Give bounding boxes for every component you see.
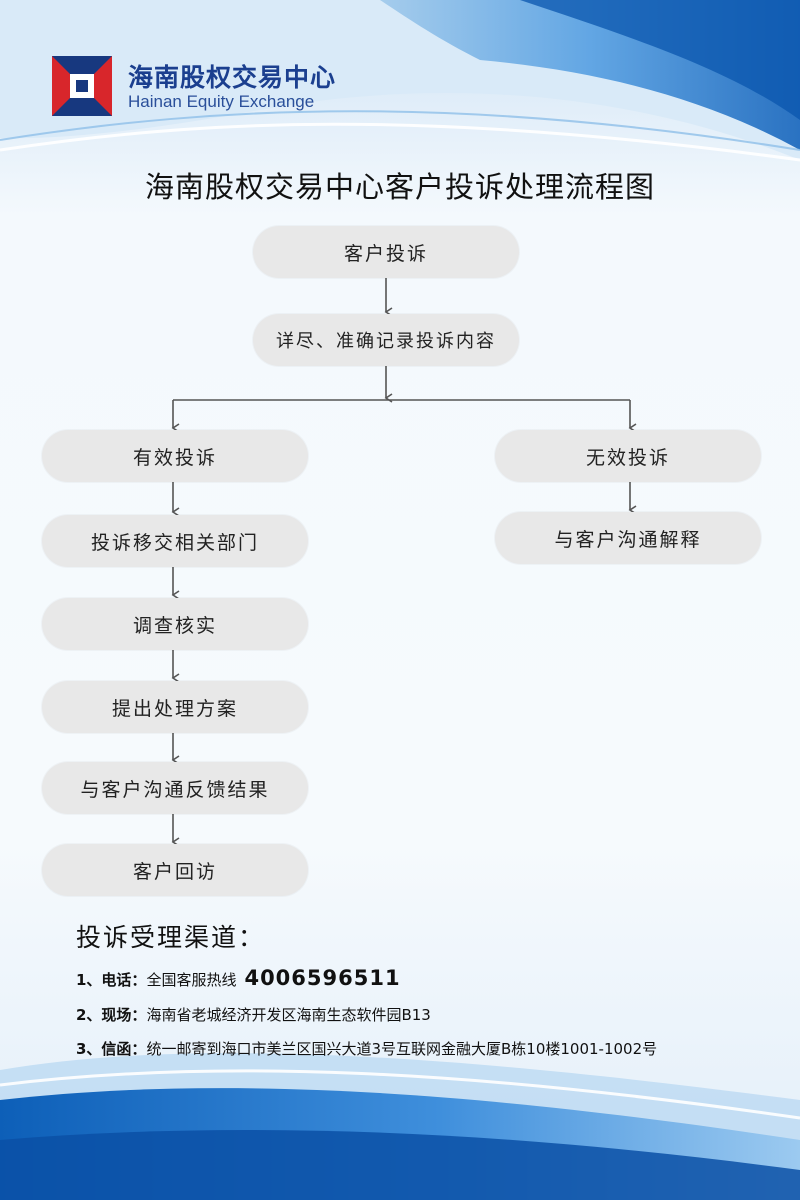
node-transfer-department: 投诉移交相关部门 <box>42 515 308 567</box>
channel-onsite: 2、现场：海南省老城经济开发区海南生态软件园B13 <box>76 1004 431 1025</box>
node-customer-complaint: 客户投诉 <box>253 226 519 278</box>
channel-phone-label: 1、电话： <box>76 971 147 989</box>
page-title: 海南股权交易中心客户投诉处理流程图 <box>144 170 655 204</box>
node-investigate: 调查核实 <box>42 598 308 650</box>
channel-phone: 1、电话：全国客服热线 4006596511 <box>76 966 401 990</box>
node-invalid-complaint: 无效投诉 <box>495 430 761 482</box>
channel-phone-text: 全国客服热线 <box>146 971 237 989</box>
channel-onsite-text: 海南省老城经济开发区海南生态软件园B13 <box>146 1006 431 1024</box>
node-customer-revisit: 客户回访 <box>42 844 308 896</box>
channel-onsite-label: 2、现场： <box>76 1006 147 1024</box>
logo-name-en: Hainan Equity Exchange <box>128 92 315 111</box>
channel-mail-label: 3、信函： <box>76 1040 147 1058</box>
channel-mail-text: 统一邮寄到海口市美兰区国兴大道3号互联网金融大厦B栋10楼1001-1002号 <box>146 1040 658 1058</box>
node-explain-to-customer: 与客户沟通解释 <box>495 512 761 564</box>
logo-icon <box>52 56 112 116</box>
node-record-complaint: 详尽、准确记录投诉内容 <box>253 314 519 366</box>
logo-name-cn: 海南股权交易中心 <box>128 63 337 92</box>
channel-phone-number: 4006596511 <box>244 966 401 990</box>
node-feedback-result: 与客户沟通反馈结果 <box>42 762 308 814</box>
node-valid-complaint: 有效投诉 <box>42 430 308 482</box>
node-propose-solution: 提出处理方案 <box>42 681 308 733</box>
channels-title: 投诉受理渠道： <box>76 923 266 952</box>
channel-mail: 3、信函：统一邮寄到海口市美兰区国兴大道3号互联网金融大厦B栋10楼1001-1… <box>76 1038 657 1059</box>
